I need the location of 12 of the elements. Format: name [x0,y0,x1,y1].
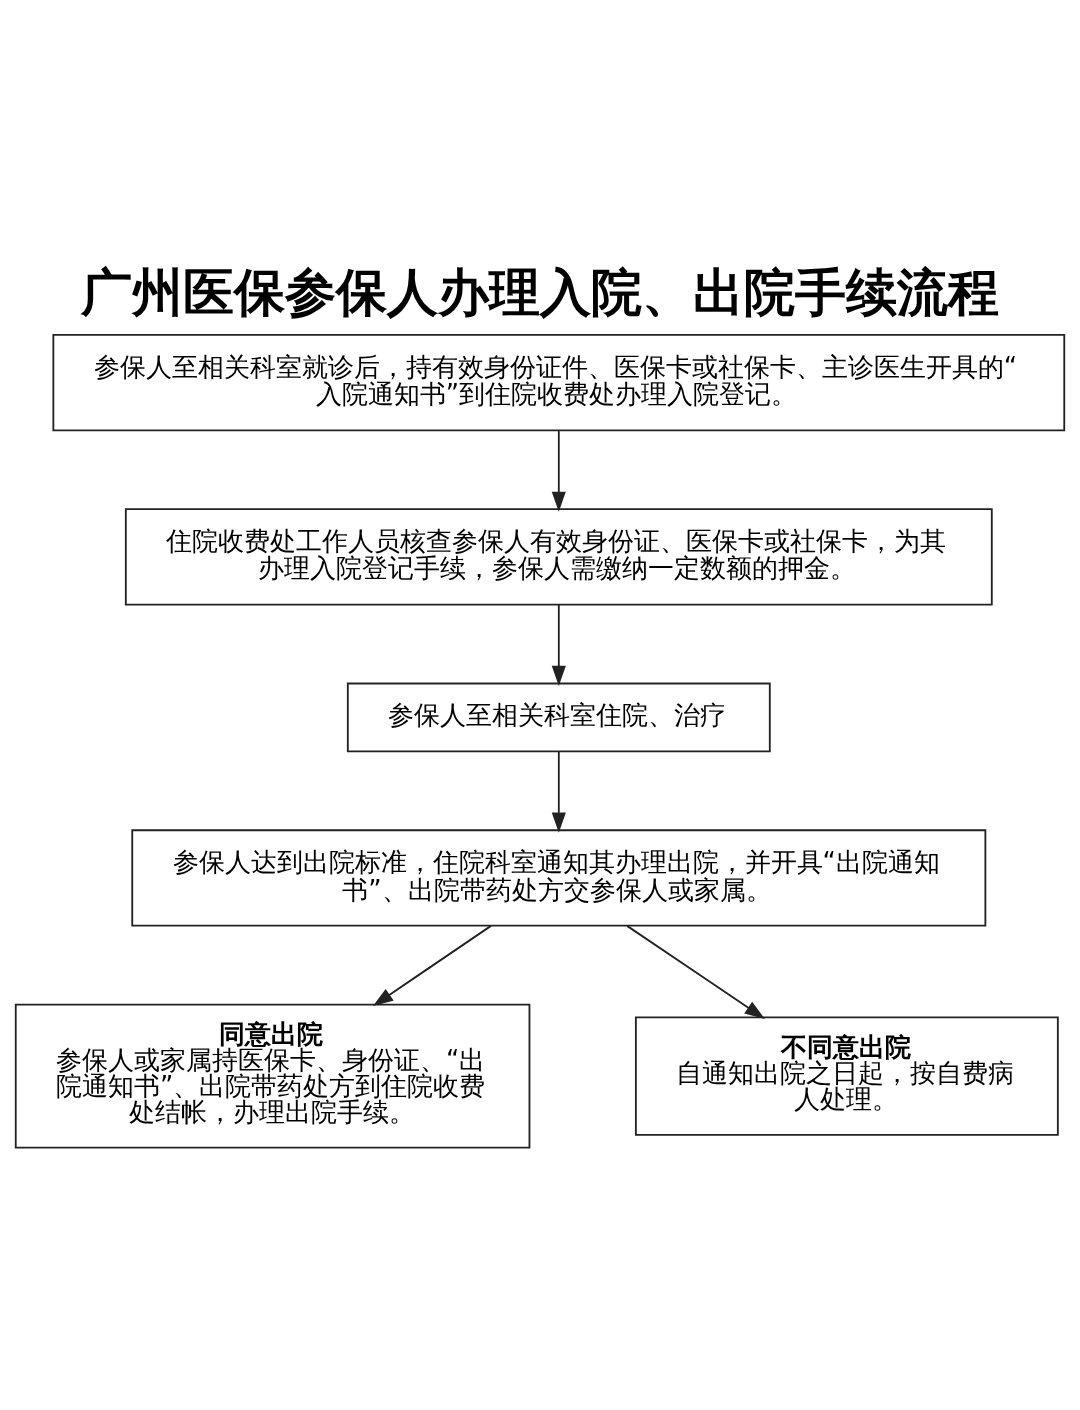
arrow [551,603,566,686]
node-box: 参保人达到出院标准，住院科室通知其办理出院，并开具“出院通知书”、出院带药处方交参保人或家属。 [131,828,987,927]
arrow [551,750,566,833]
node-box: 参保人至相关科室住院、治疗 [346,682,771,752]
node-box: 参保人至相关科室就诊后，持有效身份证件、医保卡或社保卡、主诊医生开具的“入院通知书”到住院收费处办理入院登记。 [52,333,1066,431]
arrow [551,429,566,512]
arrow [372,924,492,1006]
diagram-title: 广州医保参保人办理入院、出院手续流程 [81,261,1000,322]
node-box: 住院收费处工作人员核查参保人有效身份证、医保卡或社保卡，为其办理入院登记手续，参保人需缴纳一定数额的押金。 [124,507,993,605]
arrow [626,924,765,1019]
node-box: 不同意出院 自通知出院之日起，按自费病人处理。 [634,1016,1059,1136]
node-box: 同意出院 参保人或家属持医保卡、身份证、“出院通知书”、出院带药处方到住院收费处结帐，办理出院手续。 [14,1003,531,1149]
